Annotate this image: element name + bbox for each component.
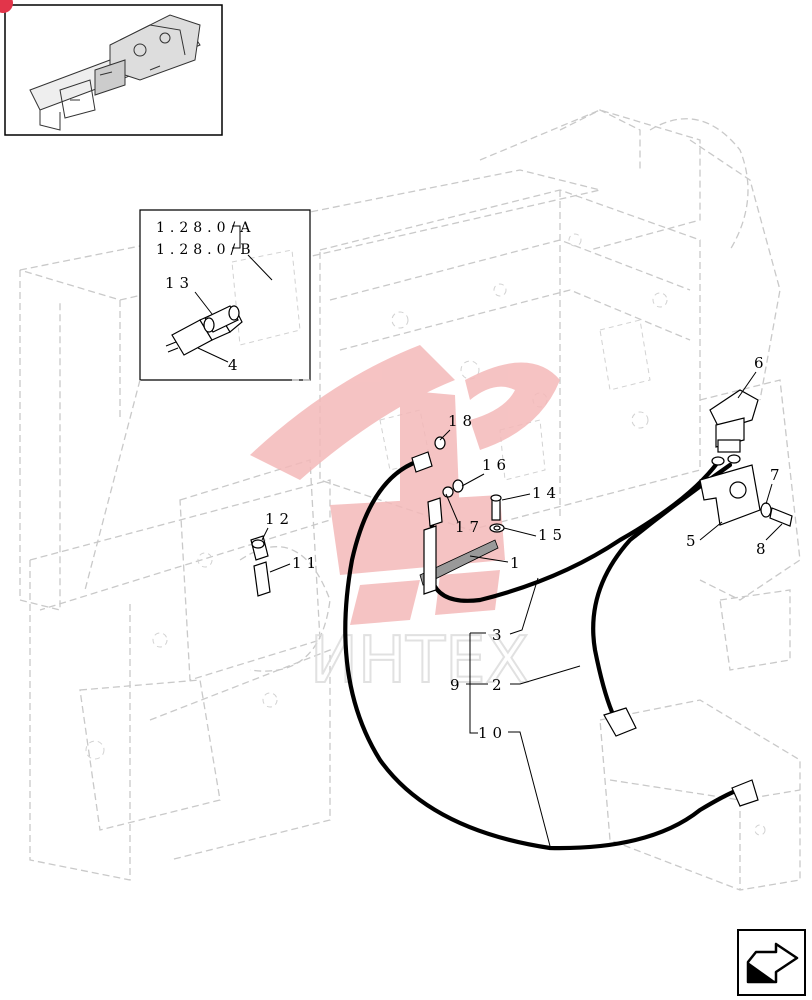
cable-10	[343, 459, 741, 851]
thumbnail-tractor-drawing	[29, 14, 201, 131]
callout-11[interactable]: 11	[292, 554, 321, 572]
callout-2[interactable]: 2	[492, 676, 507, 694]
callout-14[interactable]: 14	[532, 484, 561, 502]
callout-5[interactable]: 5	[686, 532, 701, 550]
parts	[250, 389, 793, 807]
inset-detail: 1.28.0/A 1.28.0/B 13 4	[84, 209, 311, 591]
callouts: 18 16 14 17 15 1 12 11 6 7 8 5 3 2 9 10	[261, 354, 785, 847]
callout-7[interactable]: 7	[770, 466, 785, 484]
inset-ref-b[interactable]: 1.28.0/B	[156, 242, 256, 258]
callout-16[interactable]: 16	[482, 456, 511, 474]
callout-6[interactable]: 6	[754, 354, 769, 372]
watermark-logo: ИНТЕХ	[250, 345, 560, 699]
callout-1[interactable]: 1	[510, 554, 525, 572]
callout-8[interactable]: 8	[756, 540, 771, 558]
callout-15[interactable]: 15	[538, 526, 567, 544]
callout-18[interactable]: 18	[448, 412, 477, 430]
callout-13[interactable]: 13	[165, 274, 194, 292]
callout-9[interactable]: 9	[450, 676, 465, 694]
master-switch-6[interactable]	[709, 389, 759, 453]
callout-12[interactable]: 12	[265, 510, 294, 528]
next-page-arrow-icon[interactable]	[737, 929, 806, 996]
callout-4[interactable]: 4	[228, 356, 243, 374]
callout-17[interactable]: 17	[455, 518, 484, 536]
battery-cables	[343, 459, 741, 851]
ground-strap	[419, 539, 499, 586]
page-badge	[0, 0, 13, 13]
thumbnail-overview[interactable]	[0, 0, 223, 136]
inset-ref-a[interactable]: 1.28.0/A	[156, 220, 255, 236]
callout-3[interactable]: 3	[492, 626, 507, 644]
callout-10[interactable]: 10	[478, 724, 507, 742]
washer-18	[434, 436, 446, 450]
cable-2	[591, 462, 733, 715]
pressure-switch-part[interactable]	[165, 305, 243, 356]
